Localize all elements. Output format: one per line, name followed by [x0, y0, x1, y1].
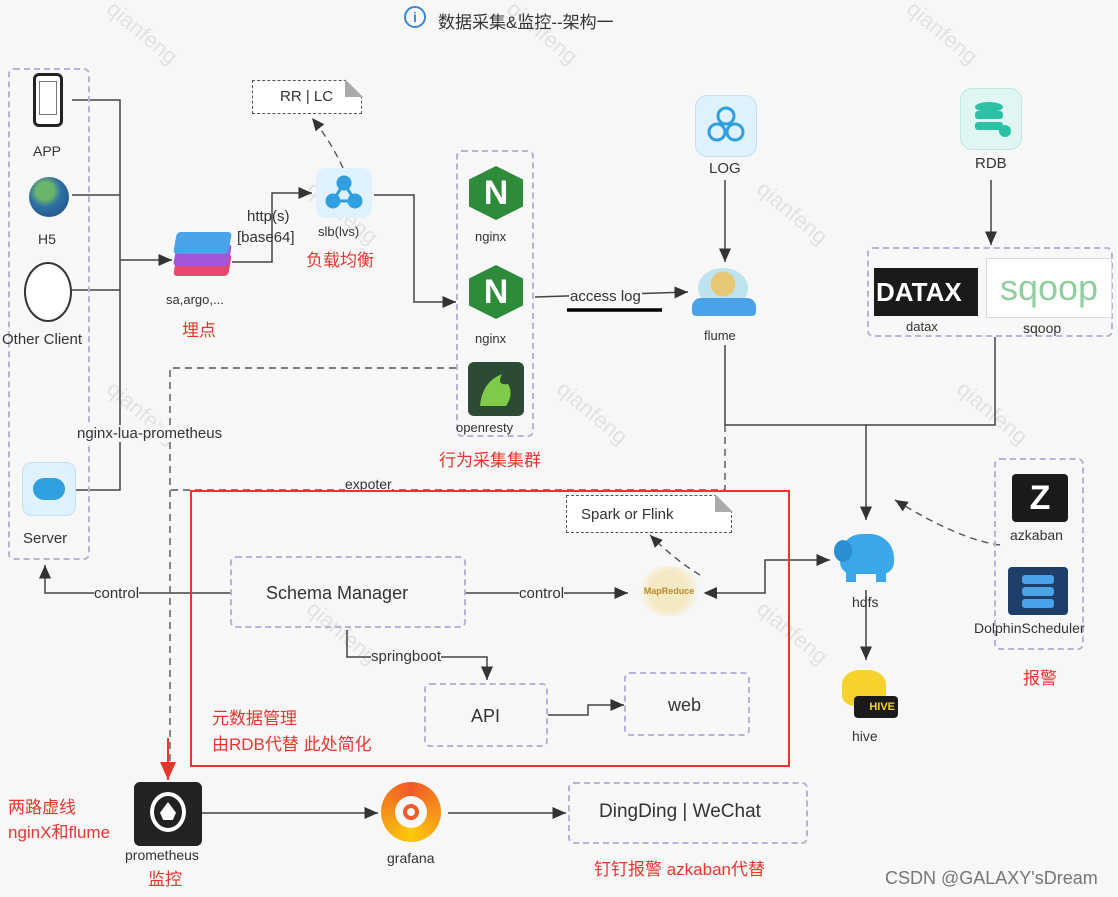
base64-label: [base64] — [237, 229, 295, 246]
dingding-annotation: 钉钉报警 azkaban代替 — [594, 860, 765, 879]
hdfs-elephant-icon — [834, 526, 900, 584]
nginx1-label: nginx — [475, 229, 507, 244]
fuzai-annotation: 负载均衡 — [306, 251, 374, 270]
prometheus-label: prometheus — [125, 847, 199, 863]
yuanshuju-annotation-1: 元数据管理 — [212, 709, 297, 728]
lianglu-annotation-2: nginX和flume — [8, 823, 111, 842]
sync-tools-group — [867, 247, 1113, 337]
dingding-label: DingDing | WeChat — [599, 801, 761, 822]
metadata-highlight-box — [190, 490, 790, 767]
rdb-label: RDB — [975, 155, 1007, 172]
datax-logo-text: DATAX — [876, 277, 962, 307]
sqoop-logo: sqoop — [986, 258, 1112, 318]
mapreduce-label: MapReduce — [643, 586, 695, 596]
hdfs-label: hdfs — [852, 594, 879, 610]
lianglu-annotation-1: 两路虚线 — [8, 798, 76, 817]
server-label: Server — [23, 530, 68, 547]
slb-icon — [316, 168, 372, 218]
springboot-label: springboot — [371, 648, 442, 665]
dingding-box — [568, 782, 808, 844]
nginx2-label: nginx — [475, 331, 507, 346]
hive-label: hive — [852, 728, 878, 744]
rr-lc-label: RR | LC — [280, 88, 334, 105]
spark-flink-note — [566, 494, 733, 533]
openresty-label: openresty — [456, 420, 514, 435]
flume-label: flume — [704, 328, 736, 343]
nginx-icon: N — [469, 265, 523, 319]
rr-lc-note — [252, 79, 363, 114]
control-right-label: control — [519, 585, 565, 602]
expoter-label: expoter — [345, 476, 392, 492]
api-label: API — [471, 706, 501, 726]
openresty-icon — [468, 362, 524, 416]
nginx-lua-label: nginx-lua-prometheus — [77, 425, 223, 442]
sdk-stack-icon — [173, 232, 232, 280]
slb-label: slb(lvs) — [318, 224, 360, 239]
log-icon — [695, 95, 757, 157]
sqoop-label: sqoop — [1023, 320, 1062, 336]
jiankong-annotation: 监控 — [148, 870, 182, 889]
nginx-icon: N — [469, 166, 523, 220]
datax-label: datax — [906, 319, 938, 334]
csdn-watermark: CSDN @GALAXY'sDream — [885, 868, 1098, 888]
http-label: http(s) — [247, 208, 290, 225]
grafana-icon — [381, 782, 441, 842]
access-log-label: access log — [569, 288, 642, 305]
globe-icon — [29, 177, 69, 217]
info-icon: i — [404, 6, 426, 28]
app-label: APP — [33, 143, 62, 159]
azkaban-icon: Z — [1012, 474, 1068, 522]
nginx-cluster-group — [456, 150, 534, 437]
page-title: 数据采集&监控--架构一 — [438, 13, 614, 32]
h5-label: H5 — [38, 231, 56, 247]
phone-icon — [33, 73, 63, 127]
baojing-annotation: 报警 — [1023, 669, 1057, 688]
sqoop-logo-text: sqoop — [999, 267, 1099, 308]
dolphin-label: DolphinScheduler — [974, 620, 1085, 636]
other-client-label: Other Client — [2, 331, 83, 348]
dolphin-icon — [1008, 567, 1068, 615]
schema-manager-label: Schema Manager — [266, 583, 409, 603]
xingwei-annotation: 行为采集集群 — [439, 451, 541, 470]
flume-icon — [692, 266, 756, 320]
hive-bee-icon: HIVE — [834, 666, 898, 724]
grafana-label: grafana — [387, 850, 435, 866]
clients-group — [8, 68, 90, 560]
web-box — [624, 672, 750, 736]
log-label: LOG — [709, 160, 741, 177]
yuanshuju-annotation-2: 由RDB代替 此处简化 — [212, 735, 372, 754]
datax-logo: DATAX — [874, 268, 978, 316]
schema-manager-box — [230, 556, 466, 628]
spark-flink-label: Spark or Flink — [581, 506, 674, 523]
mapreduce-icon: MapReduce — [634, 566, 704, 616]
sdk-name-label: sa,argo,... — [166, 292, 224, 307]
control-left-label: control — [94, 585, 140, 602]
rdb-icon — [960, 88, 1022, 150]
scheduler-group — [994, 458, 1084, 650]
azkaban-label: azkaban — [1010, 527, 1063, 543]
maidian-annotation: 埋点 — [182, 321, 216, 340]
other-client-icon — [24, 262, 72, 322]
prometheus-icon — [134, 782, 202, 846]
server-cloud-icon — [22, 462, 76, 516]
web-label: web — [668, 695, 702, 715]
api-box — [424, 683, 548, 747]
